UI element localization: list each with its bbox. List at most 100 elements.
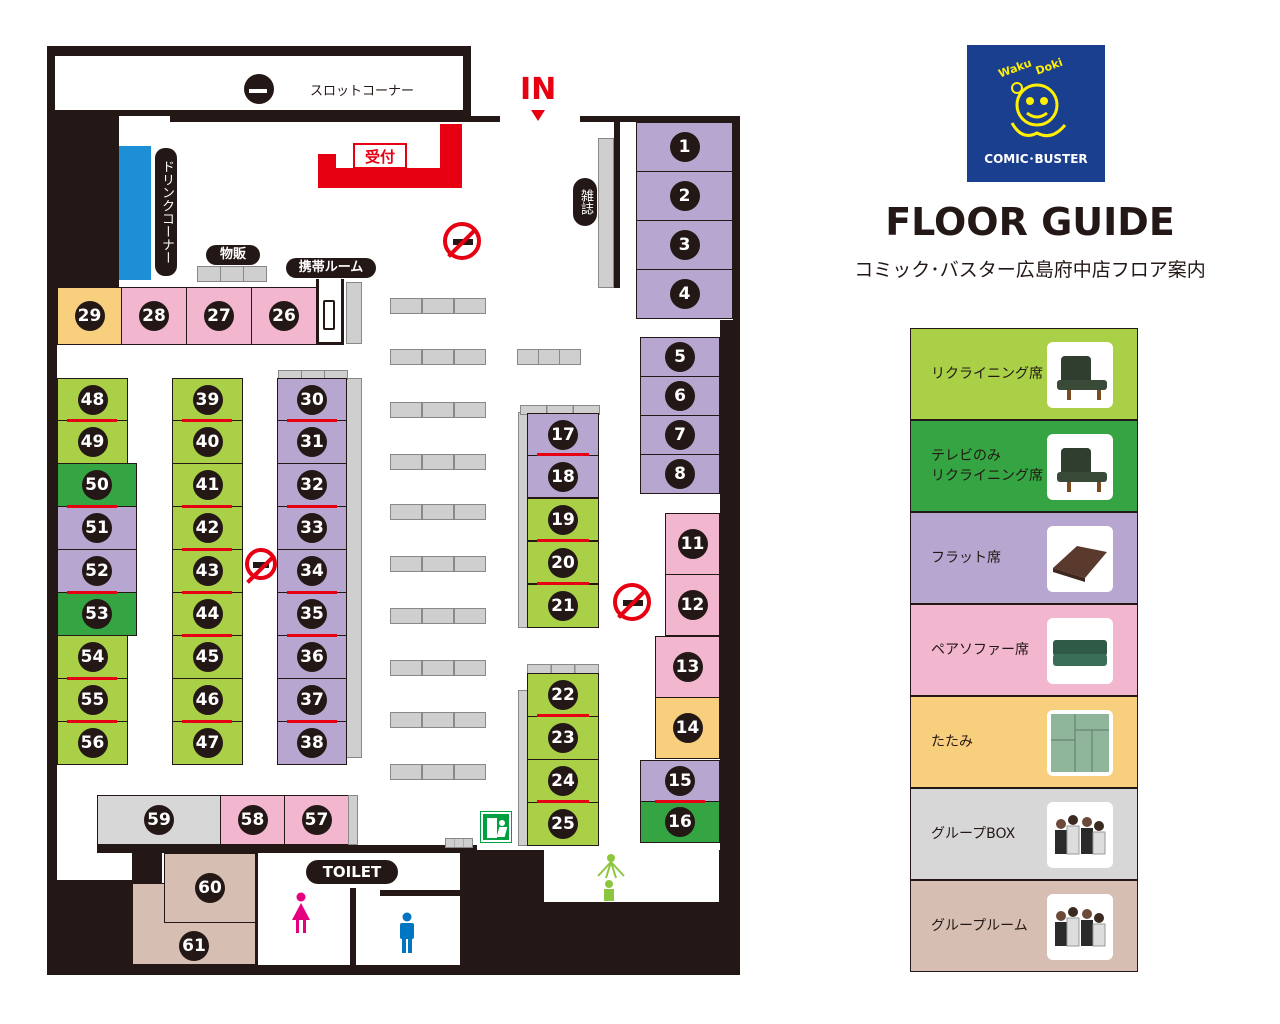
seat-6[interactable]: 6 <box>640 376 720 416</box>
seat-22[interactable]: 22 <box>527 673 599 717</box>
seat-14[interactable]: 14 <box>655 697 720 759</box>
seat-51[interactable]: 51 <box>57 506 137 550</box>
seat-2[interactable]: 2 <box>636 171 733 221</box>
seat-39[interactable]: 39 <box>172 378 243 421</box>
seat-divider <box>655 800 705 803</box>
seat-number: 15 <box>665 766 695 796</box>
bookshelf <box>346 378 362 758</box>
seat-29[interactable]: 29 <box>57 287 122 345</box>
seat-47[interactable]: 47 <box>172 721 243 765</box>
seat-50[interactable]: 50 <box>57 463 137 507</box>
wall <box>380 890 460 896</box>
legend-flat: フラット席 <box>910 512 1138 604</box>
seat-26[interactable]: 26 <box>251 287 317 345</box>
seat-25[interactable]: 25 <box>527 802 599 846</box>
seat-number: 39 <box>192 384 223 415</box>
seat-49[interactable]: 49 <box>57 420 128 464</box>
seat-number: 41 <box>192 470 223 500</box>
seat-5[interactable]: 5 <box>640 337 720 377</box>
seat-17[interactable]: 17 <box>527 413 599 456</box>
seat-57[interactable]: 57 <box>284 795 349 845</box>
seat-33[interactable]: 33 <box>277 506 347 550</box>
seat-number: 7 <box>665 420 695 450</box>
entrance-arrow-icon <box>531 110 545 121</box>
seat-58[interactable]: 58 <box>220 795 285 845</box>
magazine-shelf <box>598 138 614 288</box>
seat-55[interactable]: 55 <box>57 678 128 722</box>
seat-number: 5 <box>665 342 695 372</box>
seat-13[interactable]: 13 <box>655 636 720 698</box>
seat-divider <box>537 714 589 717</box>
seat-32[interactable]: 32 <box>277 463 347 507</box>
seat-21[interactable]: 21 <box>527 584 599 628</box>
seat-4[interactable]: 4 <box>636 269 733 319</box>
seat-42[interactable]: 42 <box>172 506 243 550</box>
seat-24[interactable]: 24 <box>527 759 599 803</box>
seat-54[interactable]: 54 <box>57 635 128 679</box>
seat-3[interactable]: 3 <box>636 220 733 270</box>
no-smoking-icon <box>245 548 277 580</box>
seat-59[interactable]: 59 <box>97 795 221 845</box>
seat-number: 56 <box>77 728 108 758</box>
seat-1[interactable]: 1 <box>636 122 733 172</box>
seat-31[interactable]: 31 <box>277 420 347 464</box>
legend-label: グループルーム <box>931 918 1028 934</box>
goods-label: 物販 <box>206 245 260 265</box>
reception-label: 受付 <box>353 143 407 169</box>
seat-19[interactable]: 19 <box>527 498 599 541</box>
seat-60[interactable]: 60 <box>164 853 256 923</box>
seat-number: 34 <box>297 556 327 586</box>
seat-number: 44 <box>192 599 223 629</box>
seat-number: 50 <box>82 470 112 500</box>
wall <box>614 122 620 288</box>
mascot-logo-icon: Waku Doki <box>997 56 1067 138</box>
seat-number: 19 <box>548 504 578 535</box>
seat-number: 2 <box>669 181 700 211</box>
seat-43[interactable]: 43 <box>172 549 243 593</box>
seat-7[interactable]: 7 <box>640 415 720 455</box>
seat-number: 42 <box>192 513 223 543</box>
seat-23[interactable]: 23 <box>527 716 599 760</box>
seat-12[interactable]: 12 <box>665 574 720 636</box>
seat-divider <box>182 419 232 422</box>
seat-53[interactable]: 53 <box>57 592 137 636</box>
seat-divider <box>67 505 117 508</box>
seat-46[interactable]: 46 <box>172 678 243 722</box>
seat-38[interactable]: 38 <box>277 721 347 765</box>
seat-28[interactable]: 28 <box>121 287 187 345</box>
wall <box>47 291 57 975</box>
seat-41[interactable]: 41 <box>172 463 243 507</box>
seat-34[interactable]: 34 <box>277 549 347 593</box>
seat-number: 8 <box>665 459 695 489</box>
seat-20[interactable]: 20 <box>527 541 599 584</box>
seat-number: 38 <box>297 728 327 758</box>
seat-11[interactable]: 11 <box>665 513 720 575</box>
seat-divider <box>537 582 589 585</box>
seat-36[interactable]: 36 <box>277 635 347 679</box>
seat-30[interactable]: 30 <box>277 378 347 421</box>
seat-37[interactable]: 37 <box>277 678 347 722</box>
seat-number: 58 <box>237 805 268 835</box>
seat-16[interactable]: 16 <box>640 801 720 843</box>
slot-corner-label: スロットコーナー <box>310 84 415 99</box>
seat-18[interactable]: 18 <box>527 455 599 498</box>
seat-35[interactable]: 35 <box>277 592 347 636</box>
seat-27[interactable]: 27 <box>186 287 252 345</box>
seat-number: 32 <box>297 470 327 500</box>
shelf <box>346 282 362 344</box>
bookshelf <box>390 504 486 520</box>
seat-48[interactable]: 48 <box>57 378 128 421</box>
seat-52[interactable]: 52 <box>57 549 137 593</box>
seat-number: 36 <box>297 642 327 672</box>
seat-56[interactable]: 56 <box>57 721 128 765</box>
seat-44[interactable]: 44 <box>172 592 243 636</box>
legend-label: テレビのみ リクライニング席 <box>931 448 1043 484</box>
male-toilet-icon <box>400 912 414 953</box>
seat-15[interactable]: 15 <box>640 760 720 802</box>
bookshelf <box>517 349 581 365</box>
seat-40[interactable]: 40 <box>172 420 243 464</box>
female-toilet-icon <box>292 892 310 933</box>
seat-number: 52 <box>82 556 112 586</box>
seat-8[interactable]: 8 <box>640 454 720 494</box>
seat-45[interactable]: 45 <box>172 635 243 679</box>
